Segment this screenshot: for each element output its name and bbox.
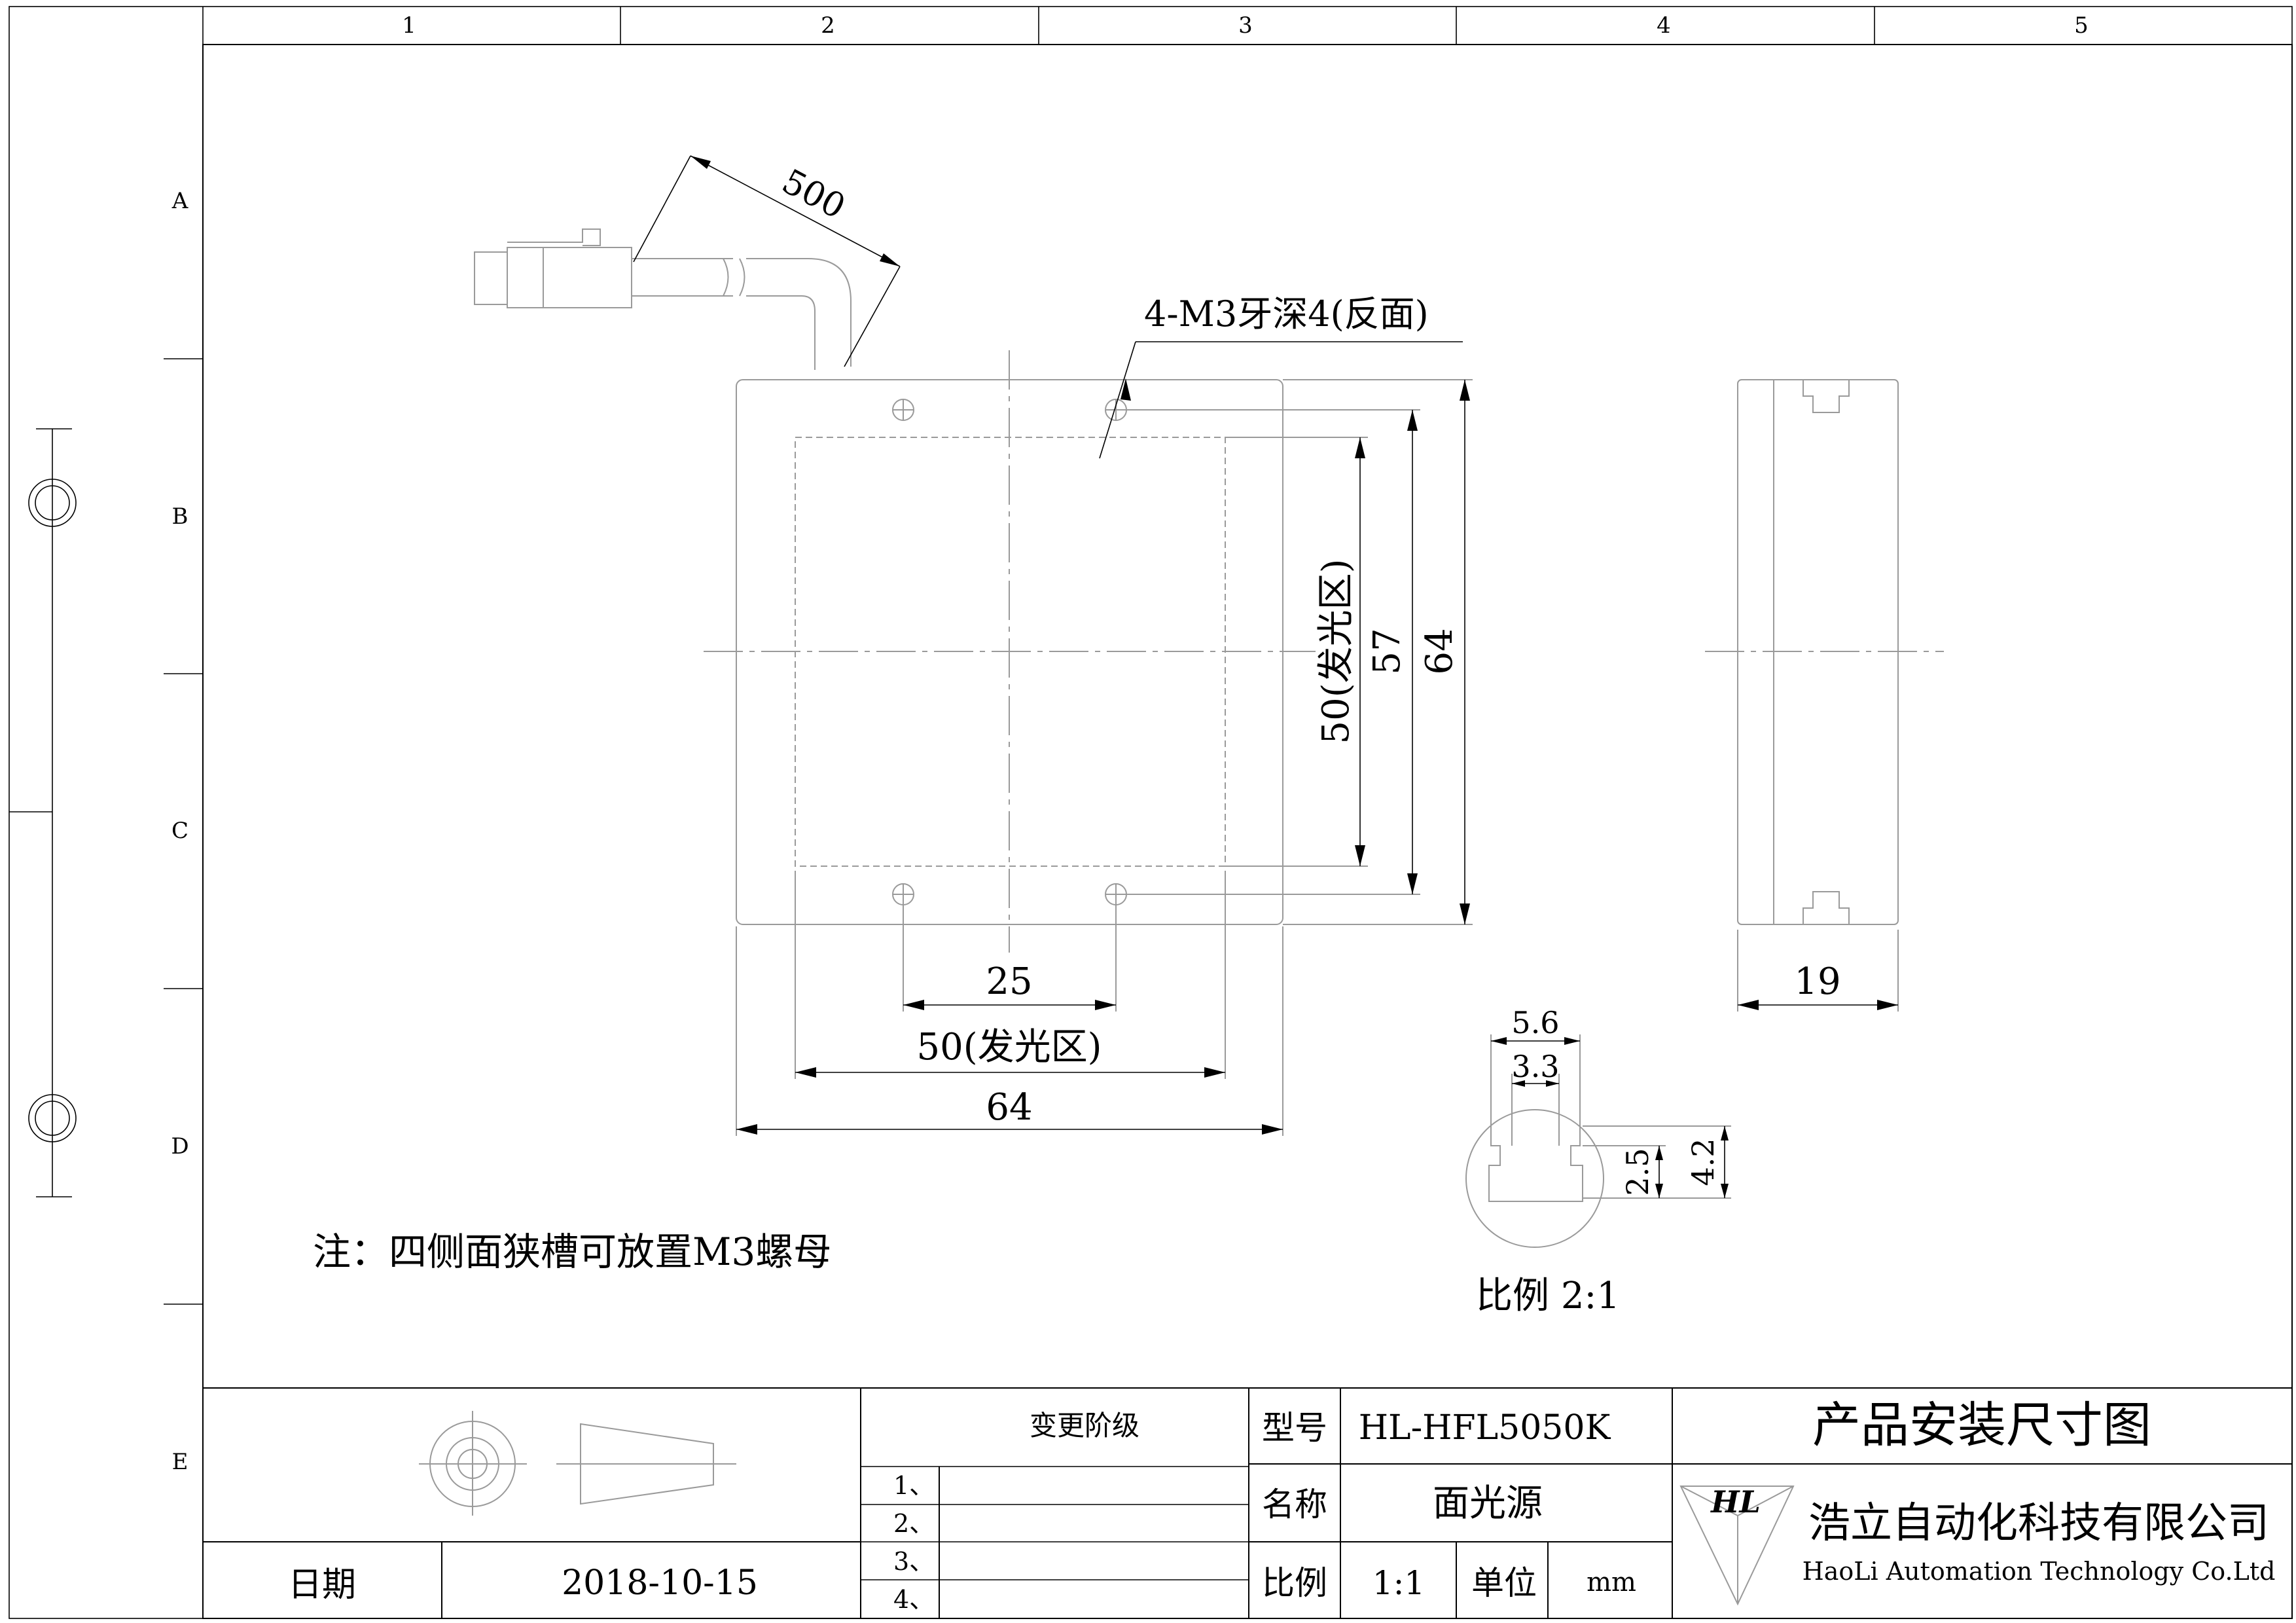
revision-4: 4、: [893, 1585, 934, 1614]
outer-border: [9, 6, 2293, 1619]
projection-symbol: [419, 1411, 736, 1516]
model-value: HL-HFL5050K: [1359, 1408, 1611, 1448]
revision-2: 2、: [893, 1509, 934, 1538]
company-logo: HL: [1679, 1484, 1795, 1606]
dim-thickness: 19: [1794, 960, 1840, 1003]
dim-hole-spacing-x: 25: [986, 960, 1032, 1003]
model-label: 型号: [1262, 1409, 1327, 1447]
unit-label: 单位: [1471, 1564, 1537, 1602]
zone-col-5: 5: [2074, 12, 2089, 39]
zone-col-3: 3: [1238, 12, 1253, 39]
name-value: 面光源: [1433, 1482, 1543, 1525]
zone-row-d: D: [171, 1133, 188, 1159]
company-name-cn: 浩立自动化科技有限公司: [1808, 1499, 2269, 1548]
dim-slot-4-2: 4.2: [1685, 1138, 1721, 1186]
zone-row-a: A: [171, 188, 188, 214]
dim-hole-spacing-y: 57: [1366, 628, 1408, 674]
zone-col-1: 1: [402, 12, 416, 39]
thread-note: 4-M3牙深4(反面): [1144, 293, 1429, 335]
company-name-en: HaoLi Automation Technology Co.Ltd: [1803, 1557, 2276, 1586]
front-view: 500 4-M3牙深4(反面): [474, 155, 1473, 1136]
revision-1: 1、: [893, 1471, 934, 1500]
dim-emit-height: 50(发光区): [1315, 559, 1357, 744]
zone-row-e: E: [172, 1449, 188, 1475]
binding-hole-bottom: [28, 1094, 77, 1142]
dim-slot-3-3: 3.3: [1511, 1049, 1559, 1084]
drawing-title: 产品安装尺寸图: [1812, 1397, 2151, 1453]
date-label: 日期: [288, 1565, 356, 1605]
zone-row-c: C: [171, 818, 188, 844]
name-label: 名称: [1262, 1486, 1327, 1523]
dim-height: 64: [1418, 628, 1461, 674]
zone-col-2: 2: [821, 12, 835, 39]
dim-slot-5-6: 5.6: [1511, 1005, 1559, 1040]
dim-width: 64: [986, 1086, 1032, 1129]
title-block: 日期 2018-10-15 变更阶级 1、 2、 3、 4、 型号 HL-HFL…: [203, 1387, 2292, 1618]
dim-slot-2-5: 2.5: [1620, 1148, 1655, 1195]
scale-label: 比例: [1262, 1564, 1327, 1602]
drawing-frame: 1 2 3 4 5 A B C D E: [9, 6, 2293, 1619]
date-value: 2018-10-15: [562, 1563, 758, 1603]
dim-emit-width: 50(发光区): [917, 1026, 1102, 1068]
side-body: [1737, 379, 1899, 925]
inner-border: [202, 44, 2293, 1619]
zone-col-4: 4: [1657, 12, 1671, 39]
side-view: 19: [1705, 379, 1944, 1012]
connector: [474, 228, 852, 370]
detail-view: 5.6 3.3 2.5 4.2 比例 2:1: [1465, 1005, 1731, 1317]
binding-hole-top: [28, 479, 77, 527]
unit-value: mm: [1587, 1567, 1636, 1597]
revision-3: 3、: [893, 1547, 934, 1576]
detail-scale-label: 比例 2:1: [1476, 1275, 1620, 1317]
logo-text: HL: [1710, 1484, 1761, 1520]
scale-value: 1:1: [1372, 1564, 1425, 1602]
dim-cable-length: 500: [776, 162, 852, 227]
zone-row-b: B: [172, 503, 188, 530]
note-text: 注：四侧面狭槽可放置M3螺母: [313, 1230, 831, 1274]
detail-circle: [1465, 1109, 1604, 1248]
revision-header: 变更阶级: [1030, 1410, 1139, 1442]
